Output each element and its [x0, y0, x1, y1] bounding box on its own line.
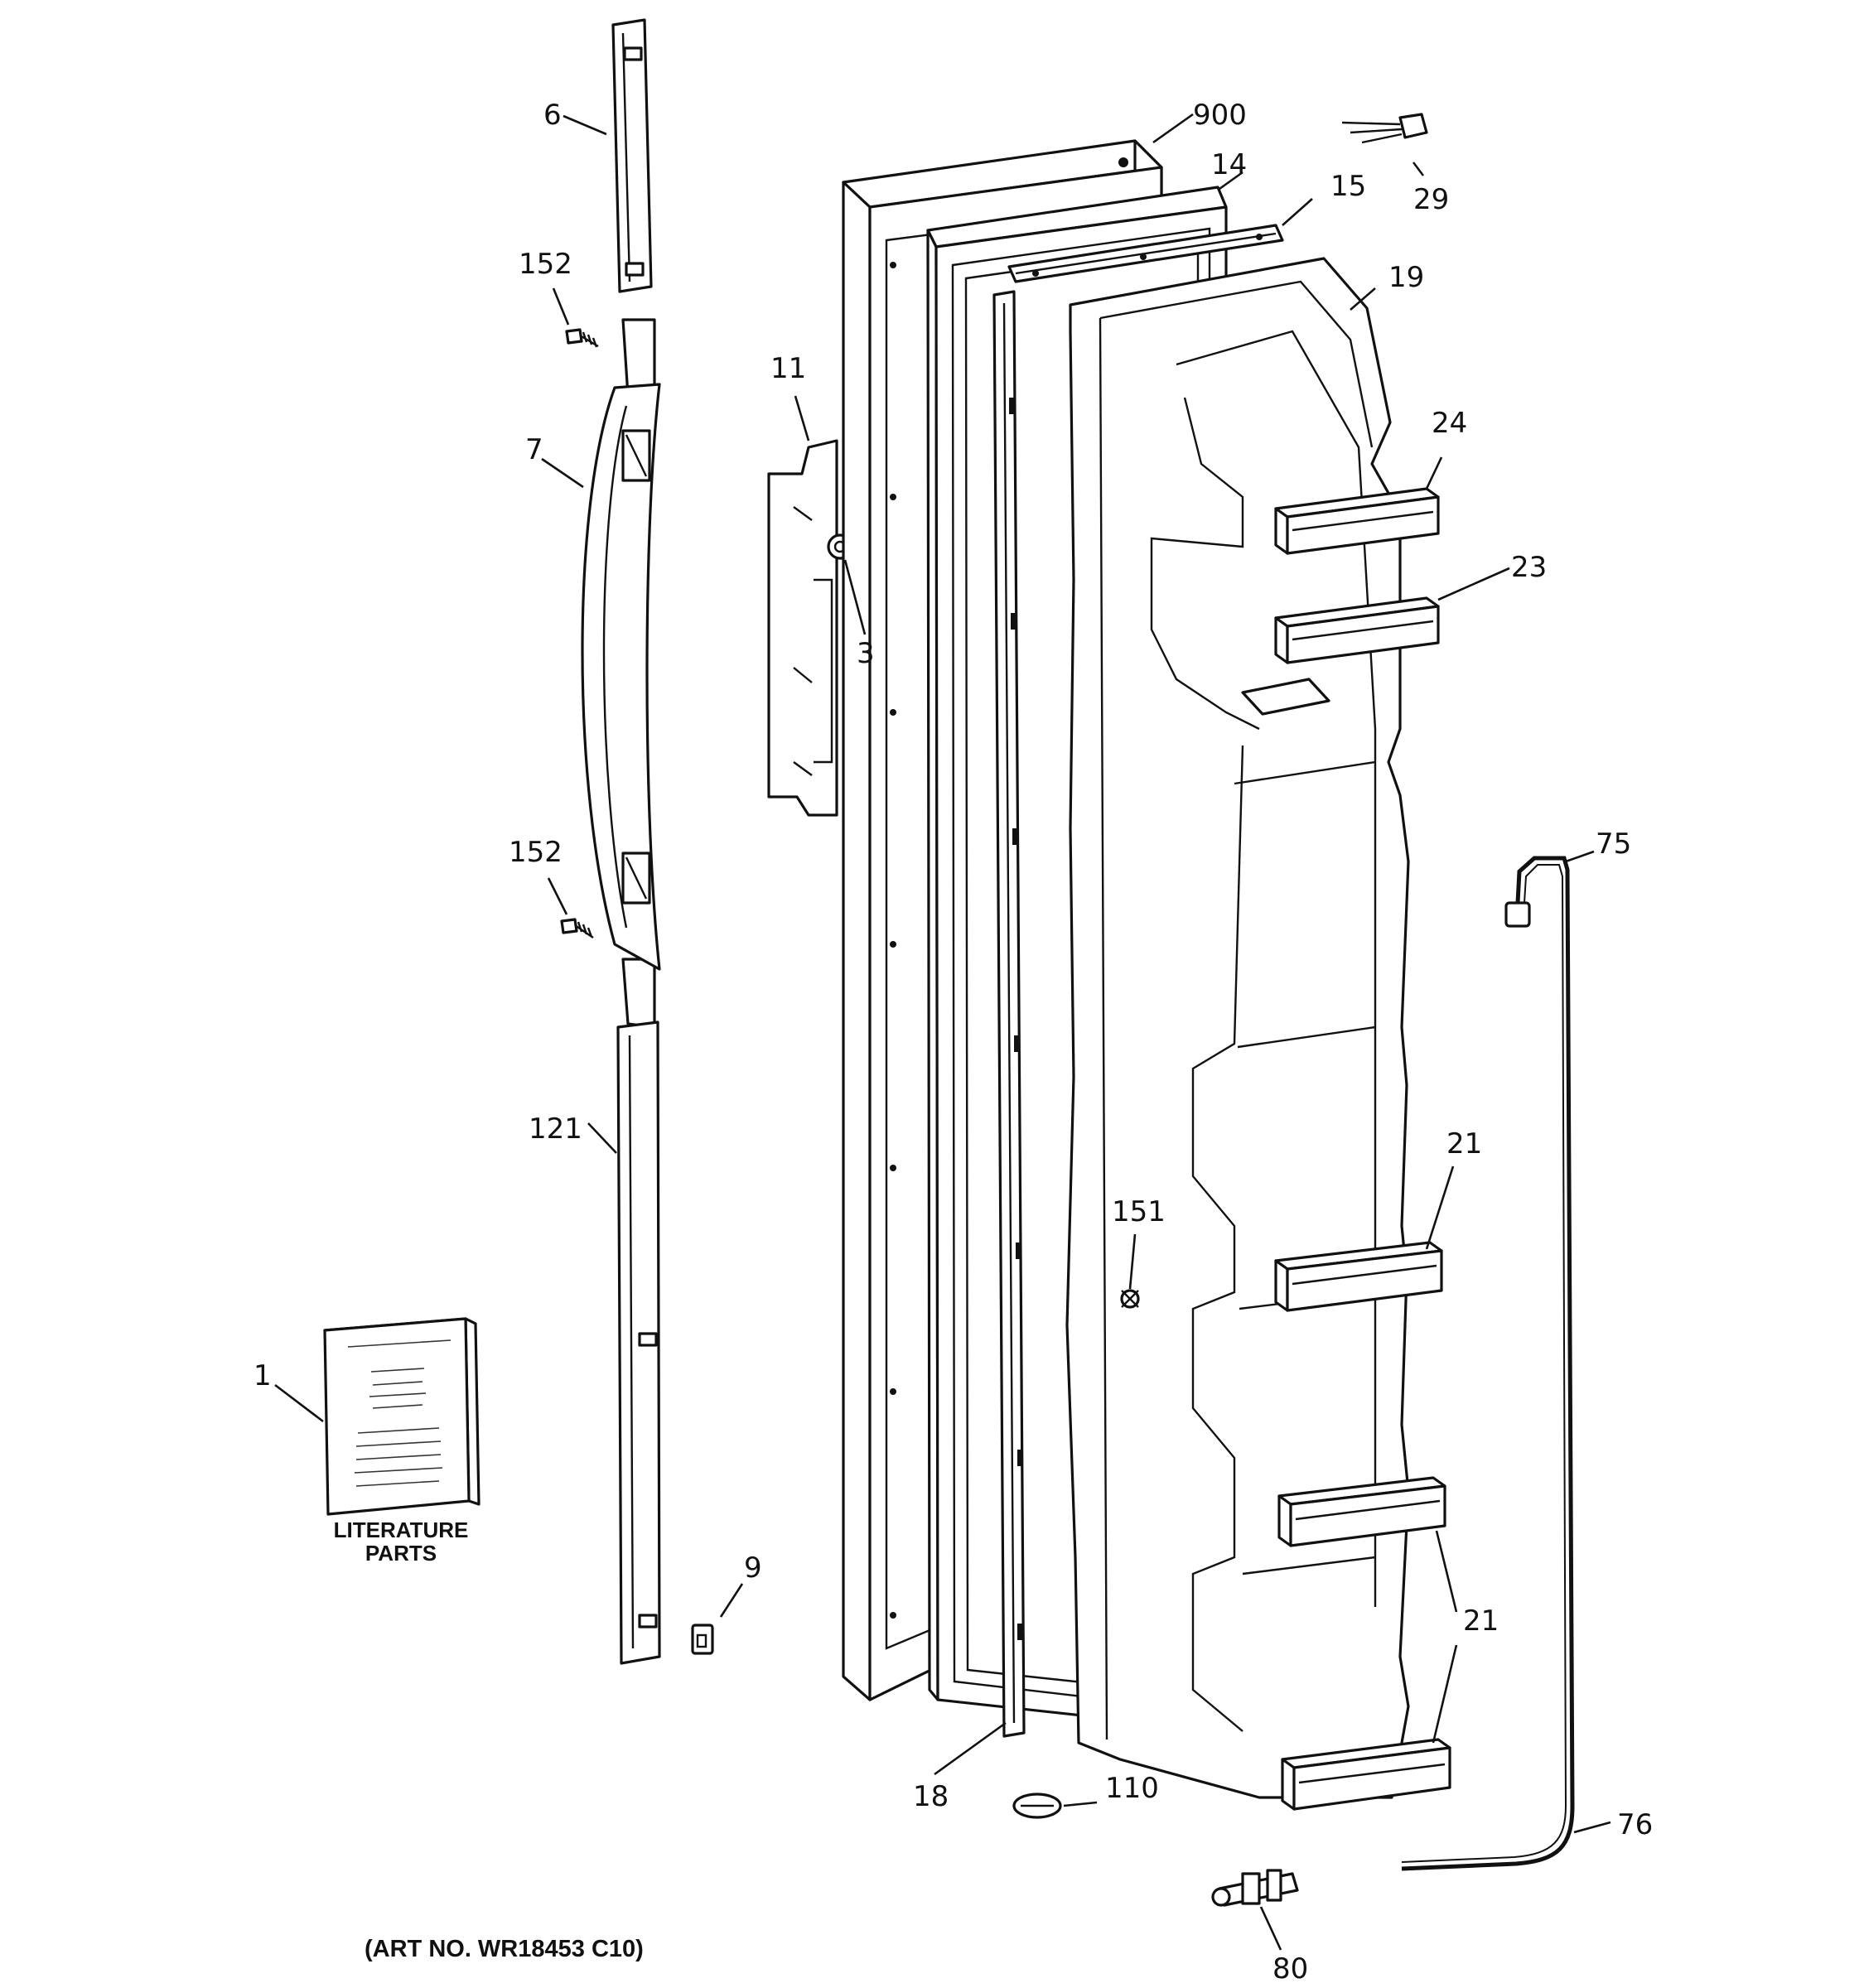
part-75-76-water-tube [1401, 856, 1575, 1871]
part-21-shelf-lower [1281, 1738, 1451, 1811]
callout-21-upper: 21 [1446, 1127, 1482, 1160]
part-6-top-trim [611, 18, 653, 293]
callout-19: 19 [1388, 261, 1424, 294]
literature-caption-line-2: PARTS [365, 1541, 437, 1566]
callout-23: 23 [1511, 551, 1547, 584]
part-11-hinge-bracket [767, 439, 838, 817]
part-152-screw-lower [560, 918, 594, 939]
part-18-side-breaker-strip [992, 290, 1026, 1738]
part-21-shelf-middle [1277, 1476, 1446, 1547]
callout-121: 121 [529, 1112, 582, 1146]
art-number: (ART NO. WR18453 C10) [365, 1936, 644, 1962]
part-1-literature-book [323, 1317, 480, 1516]
part-19-door-liner [1065, 257, 1410, 1799]
part-7-door-handle [581, 318, 661, 1029]
callout-21-lower: 21 [1463, 1604, 1499, 1638]
callout-1: 1 [254, 1359, 272, 1392]
callout-110: 110 [1105, 1772, 1159, 1805]
callout-6: 6 [543, 99, 562, 132]
callout-leader-lines [274, 113, 1611, 1951]
literature-text-scribble [347, 1339, 452, 1487]
callout-900: 900 [1193, 99, 1247, 132]
callout-15: 15 [1330, 170, 1366, 203]
callout-labels: 6 900 14 15 29 19 152 11 24 7 23 3 75 15… [254, 99, 1653, 1986]
part-15-top-breaker-strip [1007, 224, 1284, 283]
part-23-shelf [1274, 596, 1440, 664]
callout-152-lower: 152 [509, 836, 563, 869]
callout-7: 7 [525, 433, 543, 466]
callout-18: 18 [913, 1780, 949, 1813]
callout-151: 151 [1112, 1195, 1166, 1228]
callout-9: 9 [744, 1551, 762, 1585]
part-24-shelf [1274, 487, 1440, 555]
callout-75: 75 [1596, 828, 1631, 861]
callout-76: 76 [1617, 1808, 1653, 1841]
outer-panel-screw-holes [890, 157, 1128, 1619]
part-151-screw [1120, 1289, 1140, 1309]
part-21-shelf-upper [1274, 1241, 1443, 1312]
part-110-cap [1012, 1793, 1062, 1819]
part-152-screw-upper [565, 328, 599, 348]
callout-3: 3 [857, 637, 875, 670]
part-80-valve-fitting [1211, 1869, 1299, 1907]
callout-80: 80 [1272, 1952, 1308, 1986]
callout-152-upper: 152 [519, 248, 572, 281]
part-9-clip [691, 1624, 714, 1655]
part-29-wire-harness [1341, 113, 1428, 144]
callout-29: 29 [1413, 183, 1449, 216]
part-121-lower-trim [616, 1021, 661, 1665]
callout-11: 11 [770, 352, 806, 385]
breaker-strip-slots [1009, 398, 1022, 1640]
callout-24: 24 [1432, 407, 1467, 440]
literature-caption-line-1: LITERATURE [334, 1518, 469, 1542]
callout-14: 14 [1211, 148, 1247, 181]
